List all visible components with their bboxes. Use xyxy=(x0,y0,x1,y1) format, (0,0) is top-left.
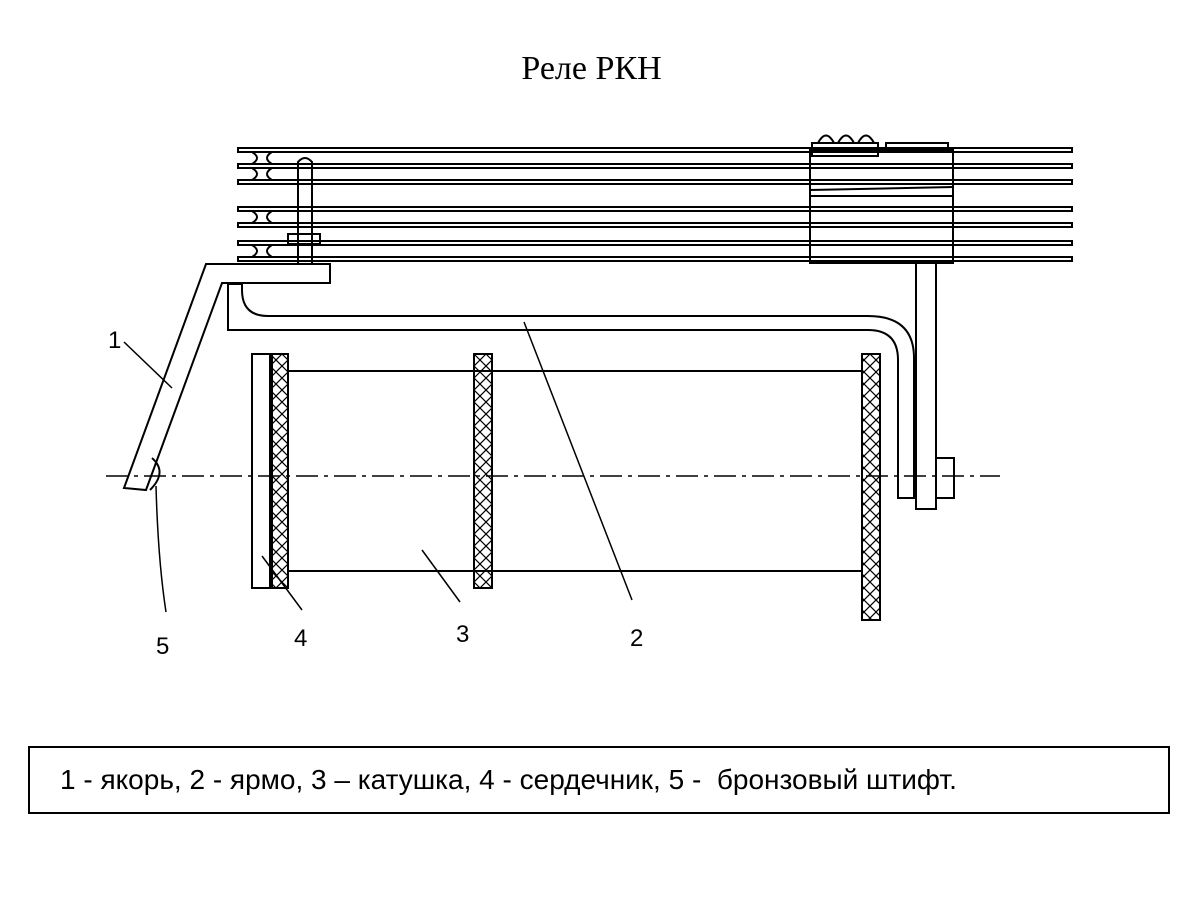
mounting-post xyxy=(915,262,955,510)
leader-line-1 xyxy=(123,341,173,389)
leader-line-4 xyxy=(261,555,303,611)
legend-text: 1 - якорь, 2 - ярмо, 3 – катушка, 4 - се… xyxy=(60,764,957,795)
leader-line-5 xyxy=(155,485,167,613)
callout-3: 3 xyxy=(456,621,469,648)
bronze-pin xyxy=(149,457,161,491)
coil xyxy=(288,370,862,572)
legend-box: 1 - якорь, 2 - ярмо, 3 – катушка, 4 - се… xyxy=(28,746,1170,814)
diagram-title: Реле РКН xyxy=(521,50,662,87)
callout-2: 2 xyxy=(630,625,643,652)
spring-stack-block xyxy=(809,134,954,264)
core-flange-left xyxy=(269,353,289,589)
yoke xyxy=(227,283,915,499)
pusher-bar xyxy=(287,157,321,264)
callout-5: 5 xyxy=(156,633,169,660)
armature xyxy=(122,263,331,492)
coil-flange-right xyxy=(861,353,881,621)
coil-flange-middle xyxy=(473,353,493,589)
callout-4: 4 xyxy=(294,625,307,652)
callout-1: 1 xyxy=(108,327,121,354)
contact-springs xyxy=(237,147,1073,262)
spring-contacts xyxy=(251,151,273,258)
leader-line-3 xyxy=(421,549,461,603)
leader-line-2 xyxy=(523,321,633,601)
